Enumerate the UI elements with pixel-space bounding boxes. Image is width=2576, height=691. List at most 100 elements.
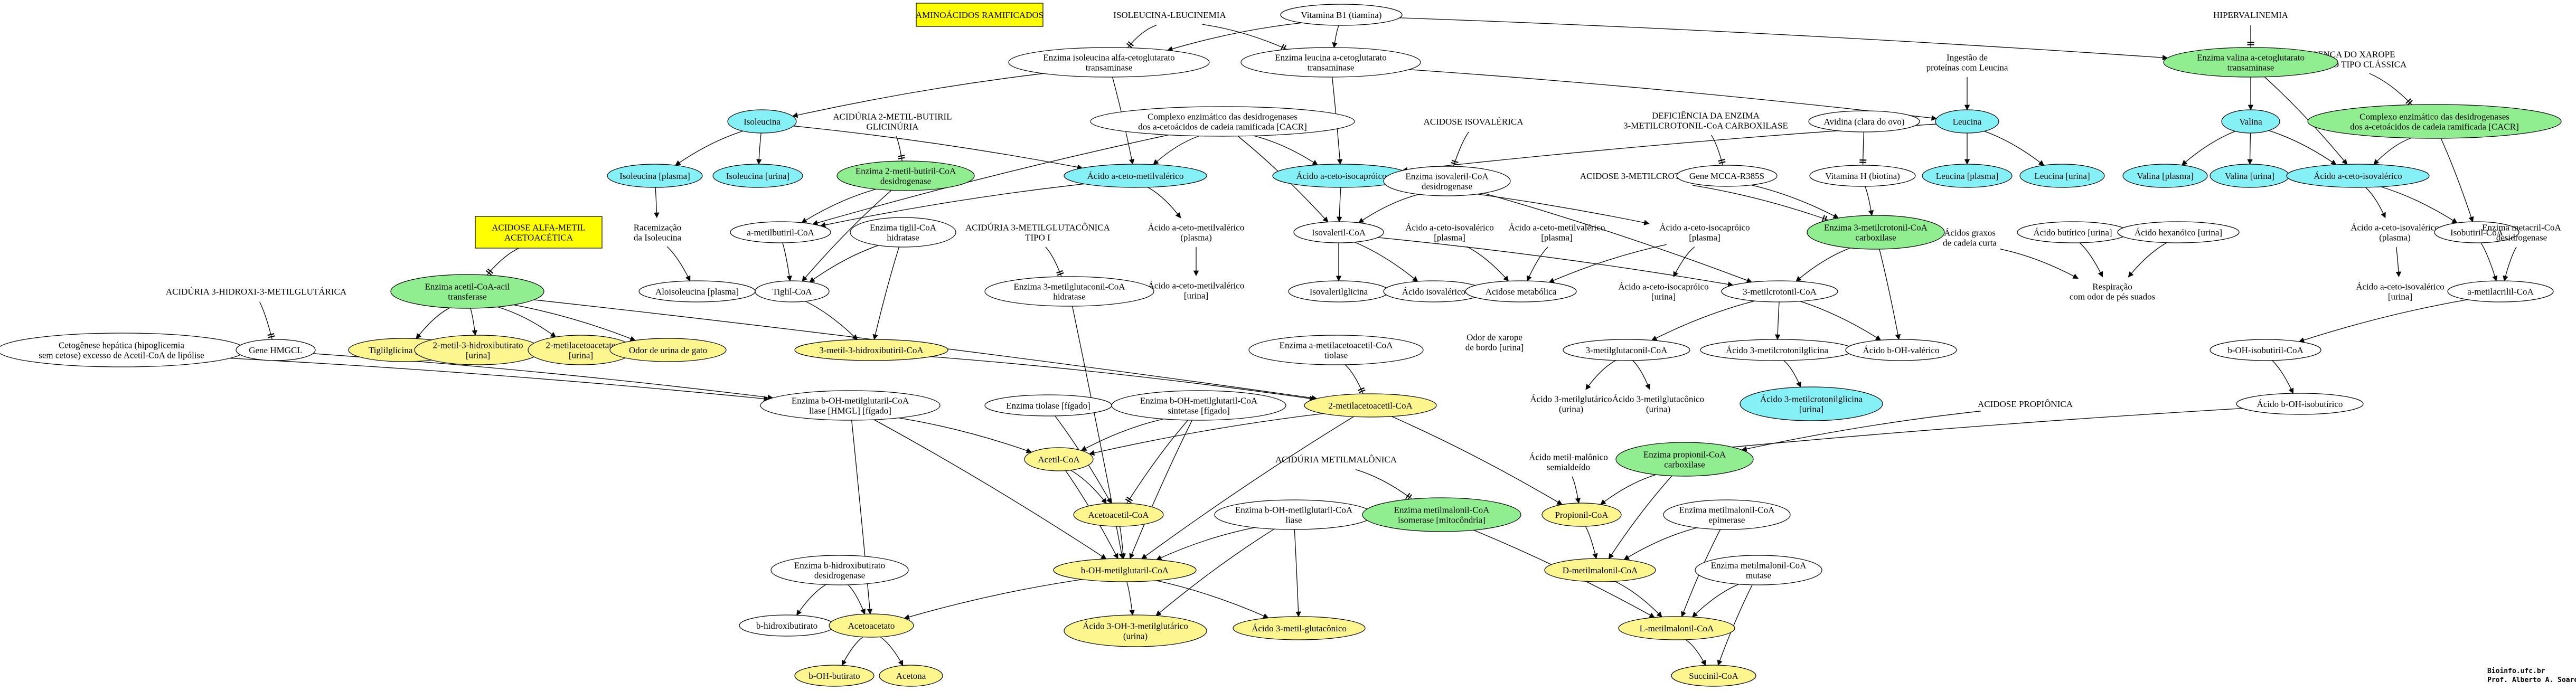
- node-label: (urina): [1123, 631, 1148, 641]
- edge-acidose-3mc-to-enz-3mc-carbox: [1692, 185, 1829, 223]
- edge-valina-to-val-plasma: [2181, 131, 2235, 166]
- node-label: com odor de pés suados: [2070, 292, 2155, 302]
- node-vit-h: Vitamina H (biotina): [1809, 165, 1916, 187]
- node-label: desidrogenase: [814, 571, 865, 581]
- node-acido-3metilglutaconico: Ácido 3-metilglutacônico(urina): [1612, 394, 1704, 414]
- edge-b-oh-metilglutaril-to-acetoacetato: [904, 579, 1083, 620]
- node-shape: [1935, 109, 1999, 134]
- edge-a-metilbutiril-to-tiglil-coa: [782, 242, 792, 282]
- edge-aciduria-3hidroxi-to-gene-hmgcl: [259, 301, 275, 340]
- edge-tres-metilglutaconil-to-acido-3metilglutarico: [1585, 360, 1616, 390]
- node-label: Odor de xarope: [1466, 333, 1522, 343]
- edge-enz-2metilacetoacetil-to-dois-metilacetoacetil: [1345, 364, 1366, 394]
- node-shape: [1807, 215, 1945, 250]
- node-label: Acetoacetato: [848, 621, 895, 631]
- node-odor-gato: Odor de urina de gato: [609, 338, 727, 362]
- node-label: 2-metil-3-hidroxibutirato: [433, 340, 523, 351]
- node-acido-cetometil-plasma2: Ácido a-ceto-metilvalérico[plasma]: [1509, 223, 1605, 243]
- node-label: Ácido a-ceto-isovalérico: [1405, 223, 1494, 233]
- node-shape: [1809, 165, 1916, 187]
- edge-enz-hmgcoa-liase-to-acetoacetato: [851, 420, 873, 615]
- edge-propionil-coa-to-d-metilmalonil: [1585, 526, 1598, 560]
- credit-block: Bioinfo.ufc.br Prof. Alberto A. Soares: [2487, 667, 2576, 684]
- node-acetoacetato: Acetoacetato: [829, 613, 914, 638]
- node-label: sintetase [fígado]: [1168, 406, 1230, 416]
- edge-a-metilacrilil-to-b-oh-isobutiril: [2298, 299, 2468, 343]
- node-label: Valina [urina]: [2225, 171, 2274, 181]
- edge-b-oh-isobutiril-to-acido-b-oh-isobutirico: [2272, 360, 2294, 394]
- node-deficiencia-mcc: DEFICIÊNCIA DA ENZIMA3-METILCROTONIL-CoA…: [1623, 111, 1788, 131]
- node-label: Acetil-CoA: [1038, 455, 1080, 465]
- node-shape: [2434, 221, 2519, 243]
- node-succinil-coa: Succinil-CoA: [1671, 665, 1756, 687]
- node-shape: [712, 164, 803, 188]
- node-shape: [1304, 393, 1437, 418]
- edge-complexo-dh-green-to-acido-cetoisovalerico: [2373, 137, 2411, 165]
- node-label: proteínas com Leucina: [1926, 63, 2008, 73]
- node-label: Succinil-CoA: [1689, 671, 1738, 681]
- node-label: ACETOACÉTICA: [504, 233, 574, 243]
- node-val-urina: Valina [urina]: [2210, 164, 2290, 188]
- node-acetil-coa: Acetil-CoA: [1024, 447, 1094, 471]
- node-label: Tiglil-CoA: [773, 287, 813, 297]
- node-shape: [1362, 497, 1521, 532]
- node-isovaleril-coa: Isovaleril-CoA: [1293, 221, 1384, 243]
- node-shape: [609, 338, 727, 362]
- node-acido-b-oh-valerico: Ácido b-OH-valérico: [1845, 339, 1957, 361]
- node-label: isomerase [mitocôndria]: [1398, 515, 1486, 525]
- node-label: Ácido a-ceto-isocapróico: [1618, 282, 1708, 292]
- node-acido-cetoisoval-urina: Ácido a-ceto-isovalérico[urina]: [2356, 282, 2445, 302]
- node-label: Complexo enzimático das desidrogenases: [2359, 112, 2509, 122]
- node-label: Acetoacetil-CoA: [1088, 510, 1149, 520]
- node-tres-metilglutaconil: 3-metilglutaconil-CoA: [1563, 339, 1690, 361]
- edge-acido-cetometilvalerico-to-a-metilbutiril: [820, 183, 1085, 228]
- node-label: Enzima isoleucina alfa-cetoglutarato: [1043, 53, 1174, 63]
- node-shape: [1383, 166, 1511, 196]
- node-shape: [1922, 164, 2013, 188]
- node-label: Vitamina H (biotina): [1825, 171, 1900, 181]
- node-dois-metil-3hb: 2-metil-3-hidroxibutirato[urina]: [414, 335, 542, 365]
- node-label: Enzima tiglil-CoA: [870, 223, 937, 233]
- node-label: desidrogenase: [880, 176, 931, 186]
- edge-complexo-dh-to-a-metilbutiril: [812, 134, 1169, 226]
- node-label: Ácido a-ceto-metilvalérico: [1087, 171, 1184, 181]
- node-label: carboxilase: [1664, 460, 1705, 470]
- edge-enz-hmg-liase2-to-b-oh-metilglutaril: [1156, 527, 1255, 561]
- node-label: Enzima isovaleril-CoA: [1405, 172, 1489, 182]
- edge-tres-metilcrotonil-to-tres-metilglutaconil: [1651, 300, 1755, 341]
- edge-enz-val-trans-to-acido-cetoisovalerico: [2264, 77, 2348, 165]
- node-label: Enzima propionil-CoA: [1643, 450, 1726, 460]
- node-b-oh-metilglutaril: b-OH-metilglutaril-CoA: [1053, 558, 1197, 582]
- node-label: Ácido a-ceto-isovalérico: [2356, 282, 2445, 292]
- edge-acido-cetoisoval-plasma2-to-acido-cetoisoval-urina: [2395, 247, 2402, 278]
- node-label: Leucina [urina]: [2034, 171, 2090, 181]
- edge-enz-metilmalonil-mutase-to-l-metilmalonil: [1692, 584, 1739, 618]
- node-label: Leucina: [1953, 117, 1982, 127]
- node-label: [urina]: [1799, 404, 1823, 414]
- node-acido-cetoisoval-plasma2: Ácido a-ceto-isovalérico(plasma): [2351, 223, 2439, 243]
- edge-avidina-to-vit-h: [1859, 131, 1867, 166]
- node-propionil-coa: Propionil-CoA: [1541, 503, 1622, 527]
- edge-enz-tiglil-to-tres-metil-3hb: [872, 247, 900, 340]
- edge-enz-isovaleril-to-tres-metilcrotonil: [1483, 193, 1753, 283]
- edge-acido-cetoisovalerico-to-acido-cetoisoval-plasma2: [2365, 187, 2386, 219]
- node-box: [916, 3, 1043, 27]
- node-aloisoleucina: Aloisoleucina [plasma]: [638, 280, 756, 302]
- node-acido-hexanoico: Ácido hexanóico [urina]: [2117, 221, 2240, 243]
- node-label: Isoleucina: [744, 117, 781, 127]
- edge-enz-hmg-liase2-to-acido-3oh-3mg: [1155, 528, 1275, 616]
- edge-acidos-graxos-to-respiracao: [2000, 248, 2079, 279]
- node-label: b-hidroxibutirato: [756, 621, 817, 631]
- node-label: ACIDÚRIA METILMALÔNICA: [1275, 455, 1397, 465]
- node-l-metilmalonil: L-metilmalonil-CoA: [1618, 616, 1735, 640]
- edge-isovaleril-coa-to-acido-isovalerico: [1354, 242, 1418, 282]
